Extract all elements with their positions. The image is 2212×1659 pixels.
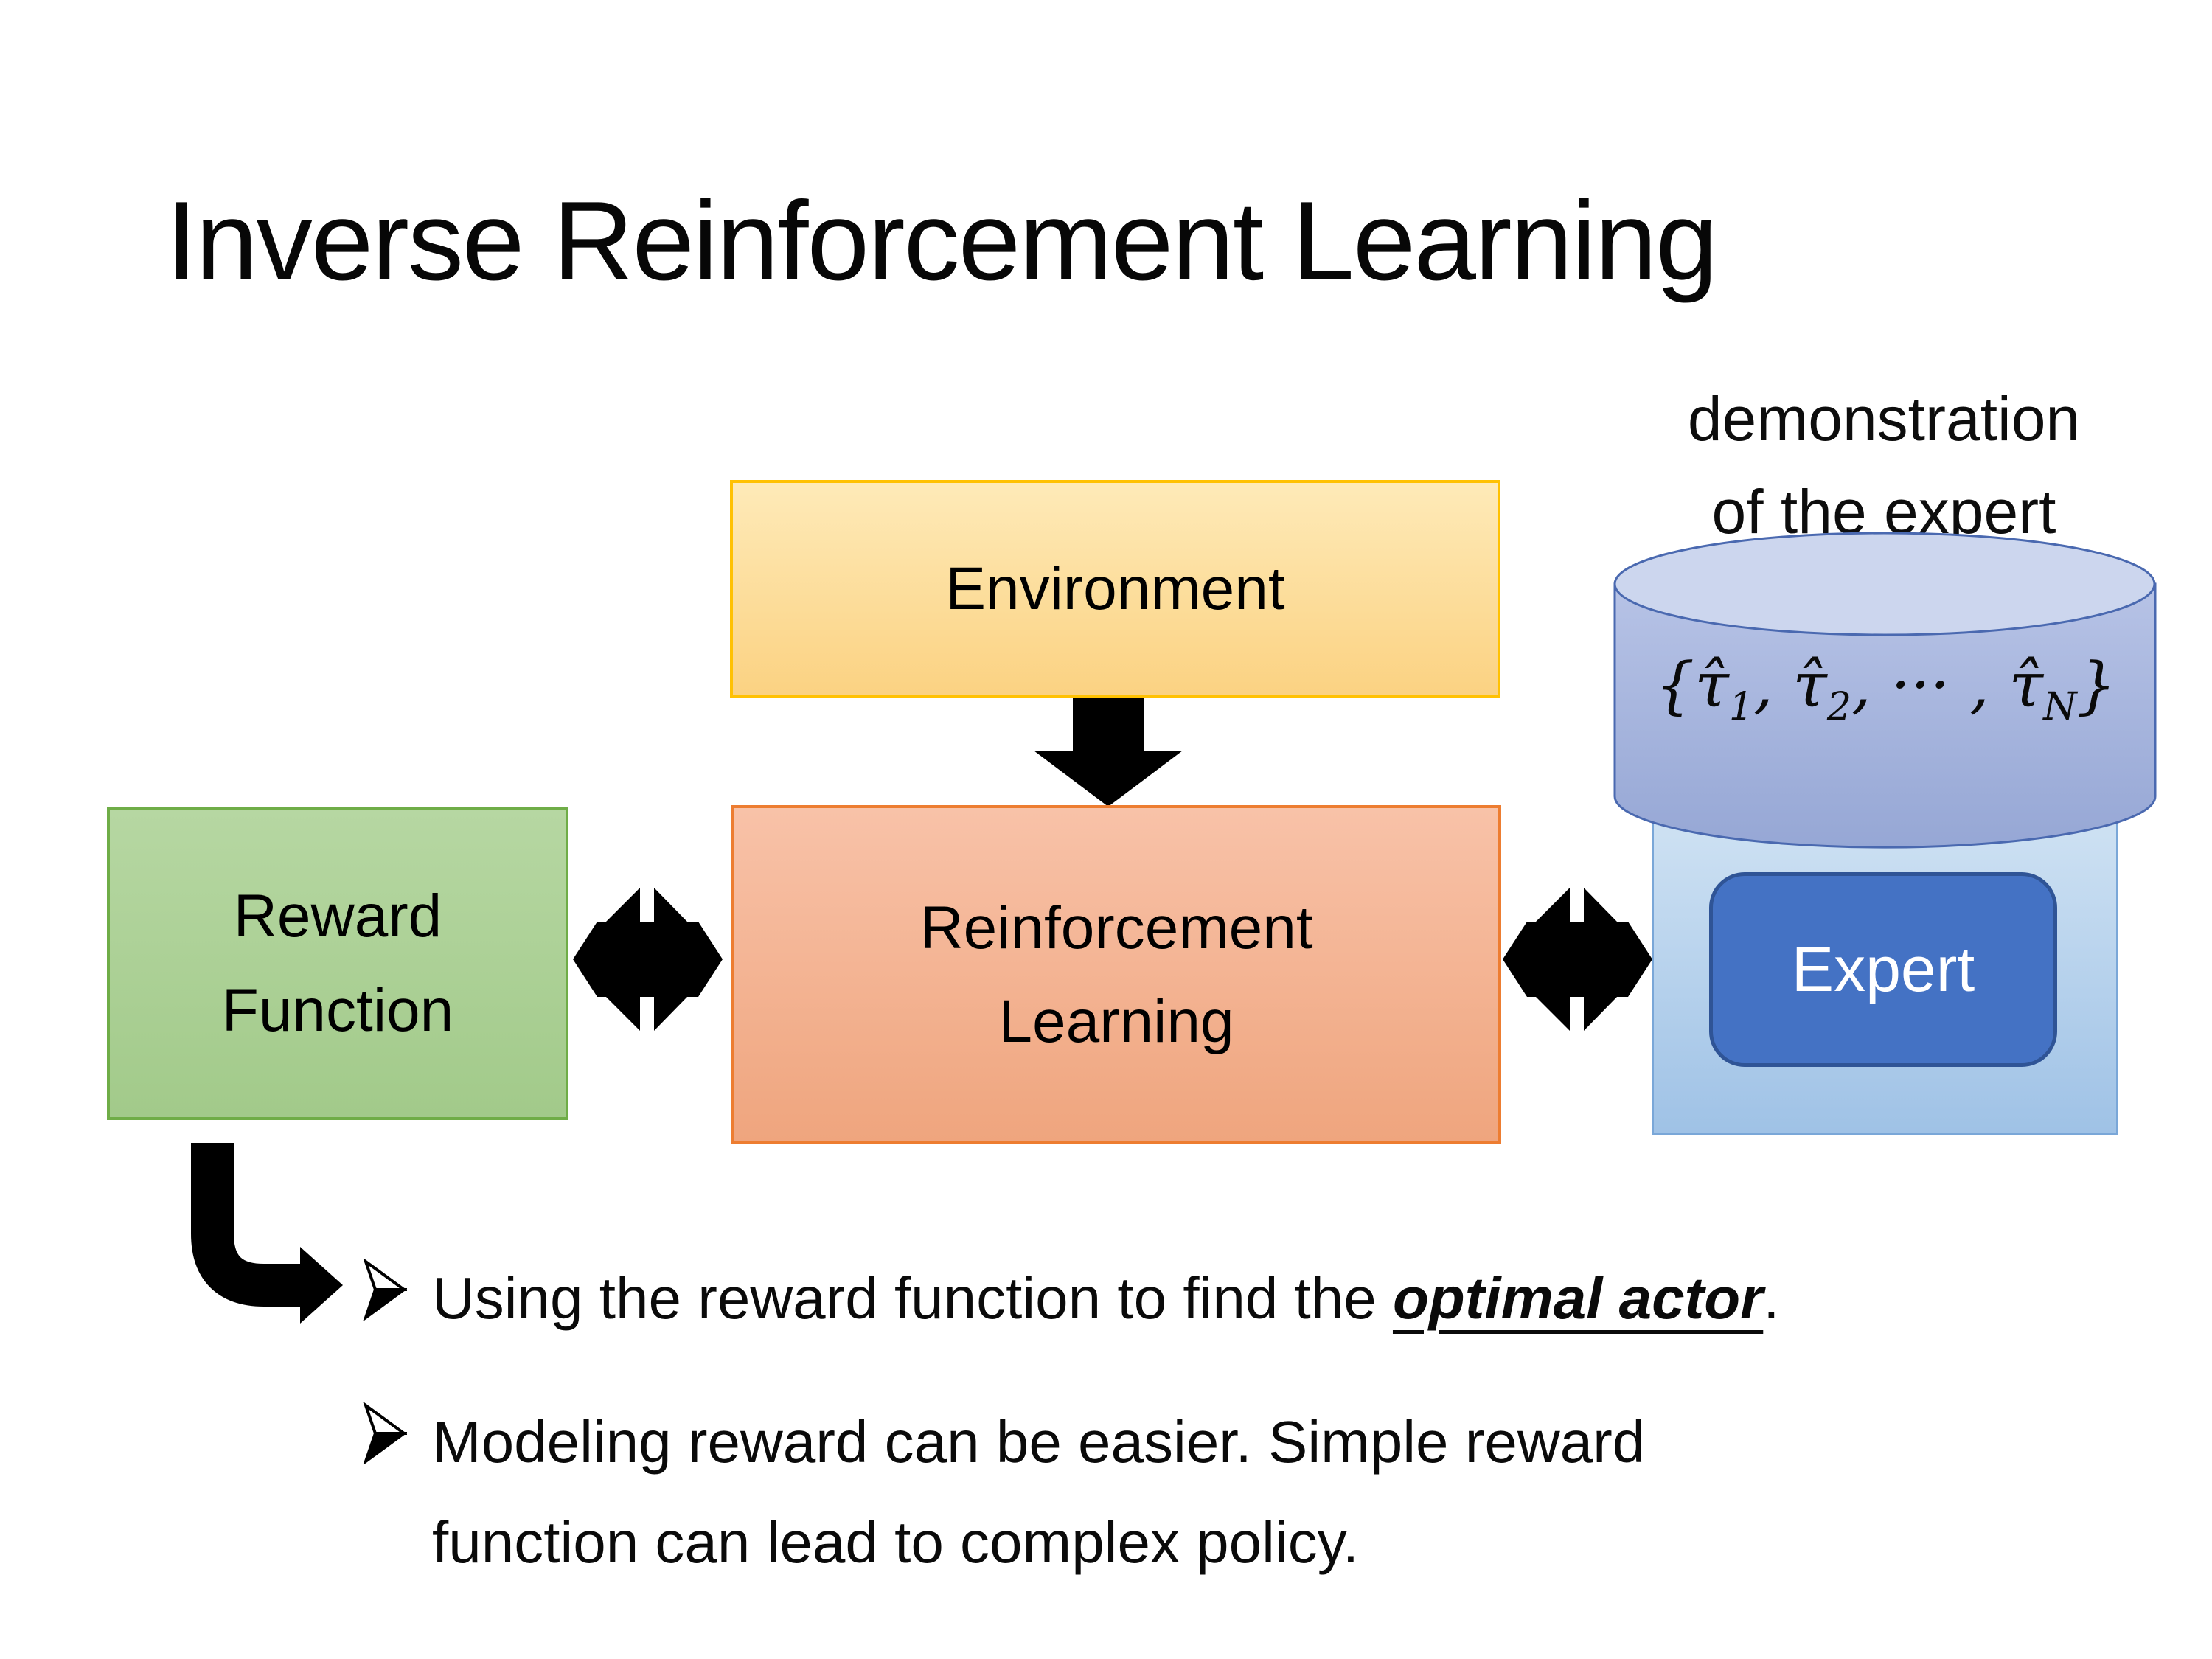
environment-box-label: Environment <box>945 555 1285 623</box>
bullet-item-1: Using the reward function to find the op… <box>363 1248 1780 1349</box>
expert-box: Expert <box>1709 872 2057 1067</box>
reward-function-box: Reward Function <box>107 807 568 1120</box>
bullet-2-line2: function can lead to complex policy. <box>432 1509 1359 1575</box>
bullet-1-prefix: Using the reward function to find the <box>432 1265 1393 1331</box>
bullet-1-suffix: . <box>1763 1265 1780 1331</box>
bullet-2-text: Modeling reward can be easier. Simple re… <box>432 1392 1645 1593</box>
rl-label-line1: Reinforcement <box>919 894 1313 961</box>
bullet-1-text: Using the reward function to find the op… <box>432 1248 1780 1349</box>
rl-label-line2: Learning <box>998 988 1234 1055</box>
formula-part: , ··· , τ̂ <box>1851 649 2044 721</box>
formula-subscript: 1 <box>1728 684 1753 729</box>
elbow-arrow-icon <box>188 1139 347 1331</box>
page-title: Inverse Reinforcement Learning <box>166 178 1718 304</box>
formula-part: } <box>2076 649 2117 721</box>
arrowhead-bullet-icon <box>363 1259 407 1321</box>
formula-subscript: N <box>2043 684 2077 729</box>
bullet-item-2: Modeling reward can be easier. Simple re… <box>363 1392 1645 1593</box>
right-exchange-arrow-icon <box>1503 883 1652 1035</box>
down-arrow-icon <box>1034 698 1183 807</box>
formula-subscript: 2 <box>1826 684 1851 729</box>
bullet-1-emphasis: optimal actor <box>1392 1265 1764 1331</box>
left-exchange-arrow-icon <box>573 883 723 1035</box>
reward-function-label-line2: Function <box>221 976 454 1044</box>
environment-box: Environment <box>730 480 1500 698</box>
formula-part: {τ̂ <box>1655 649 1729 721</box>
demonstration-cylinder-icon <box>1612 531 2158 851</box>
demonstration-caption-line1: demonstration <box>1687 384 2081 453</box>
bullet-2-line1: Modeling reward can be easier. Simple re… <box>432 1409 1646 1475</box>
reward-function-label-line1: Reward <box>233 883 442 950</box>
expert-box-label: Expert <box>1791 933 1975 1005</box>
arrowhead-bullet-icon <box>363 1402 407 1464</box>
formula-part: , τ̂ <box>1753 649 1827 721</box>
demonstration-caption: demonstration of the expert <box>1571 372 2197 558</box>
trajectory-formula: {τ̂1, τ̂2, ··· , τ̂N} <box>1615 649 2157 729</box>
reinforcement-learning-box: Reinforcement Learning <box>731 805 1501 1144</box>
